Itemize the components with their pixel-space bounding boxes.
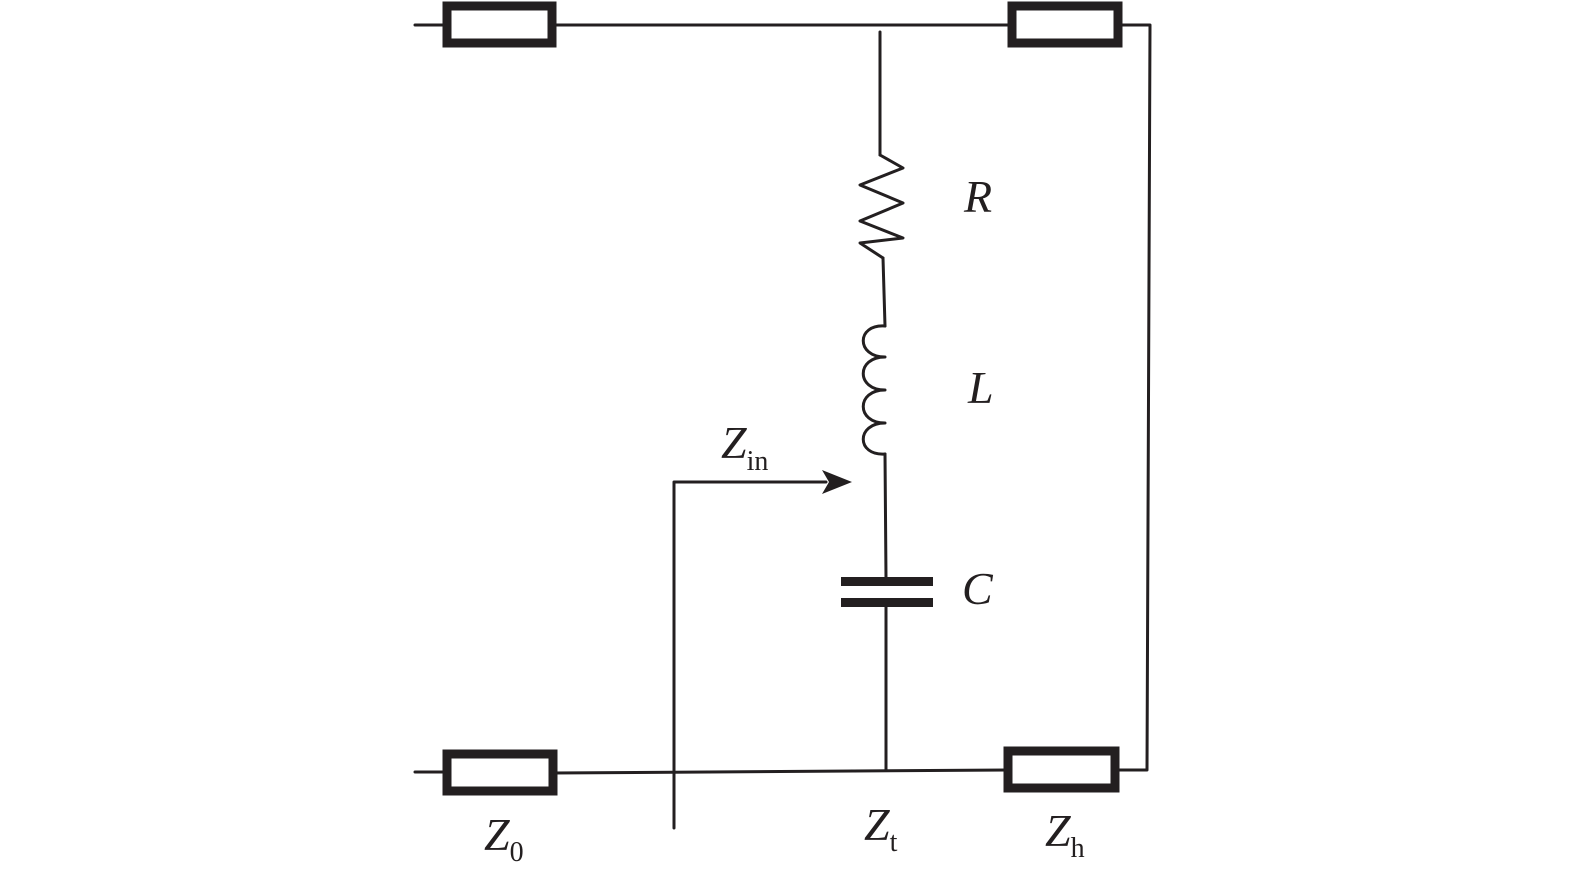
- harmonic-impedance-main: Z: [1045, 805, 1071, 856]
- input-impedance-pointer-line: [672, 480, 828, 830]
- inductor-symbol: [861, 324, 887, 456]
- top-right-line-impedance-block: [1007, 1, 1123, 48]
- input-impedance-main: Z: [721, 417, 747, 468]
- branch-wire-r-to-l: [881, 256, 887, 328]
- harmonic-impedance-label: Zh: [1045, 805, 1085, 864]
- resistor-symbol: [858, 153, 905, 260]
- trap-impedance-subscript: t: [890, 827, 898, 858]
- harmonic-impedance-block: [1003, 746, 1120, 793]
- source-impedance-subscript: 0: [510, 837, 524, 868]
- bottom-rail-wire: [551, 768, 1010, 775]
- capacitor-top-plate: [841, 577, 933, 586]
- inductor-label: L: [967, 362, 994, 413]
- input-impedance-label: Zin: [721, 417, 768, 477]
- harmonic-impedance-subscript: h: [1071, 833, 1085, 864]
- capacitor-label: C: [962, 563, 994, 614]
- trap-impedance-label: Zt: [864, 799, 898, 858]
- top-left-line-impedance-block: [442, 1, 557, 48]
- source-impedance-label: Z0: [484, 809, 524, 868]
- source-impedance-block: [442, 749, 558, 796]
- input-impedance-subscript: in: [747, 446, 769, 477]
- resistor-label: R: [963, 171, 992, 222]
- input-impedance-arrowhead: [822, 470, 852, 494]
- source-impedance-main: Z: [484, 809, 510, 860]
- right-return-wire: [1113, 23, 1152, 772]
- branch-wire-l-to-c: [883, 452, 888, 580]
- capacitor-bottom-plate: [841, 598, 933, 607]
- trap-impedance-main: Z: [864, 799, 890, 850]
